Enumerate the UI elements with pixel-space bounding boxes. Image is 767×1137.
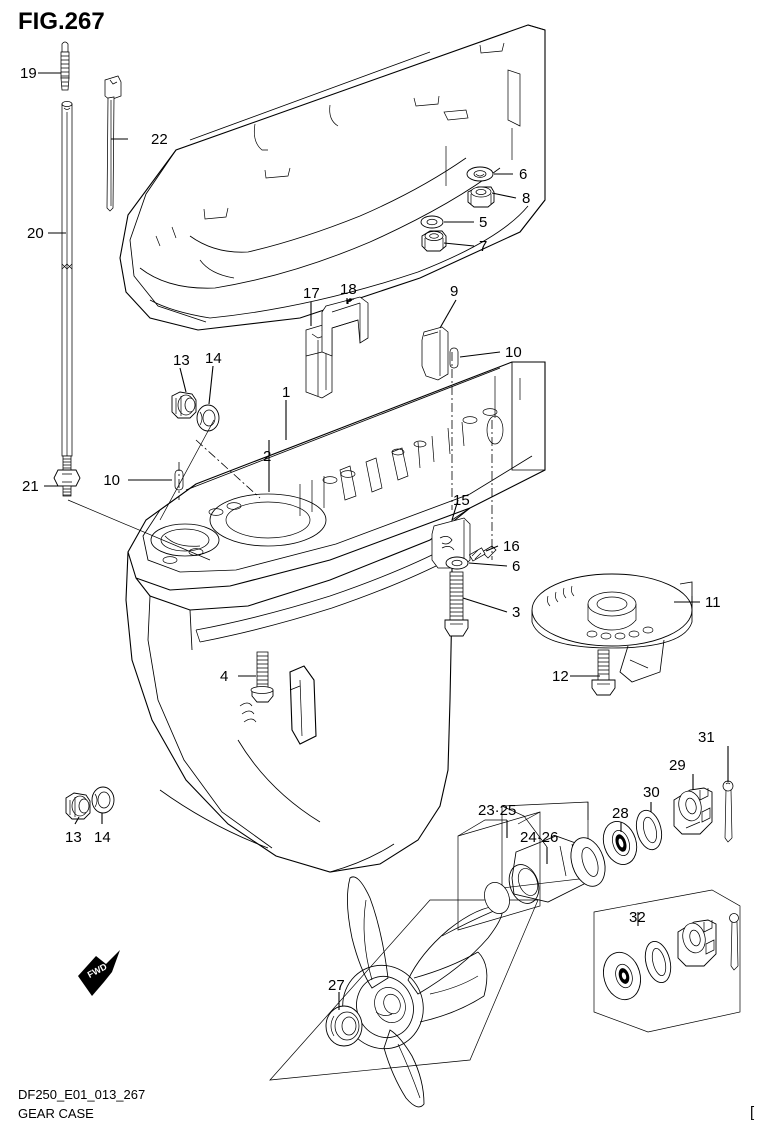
upper-housing-assembly [119, 24, 546, 331]
callout-14-lower: 14 [94, 829, 111, 846]
callout-22: 22 [151, 131, 168, 148]
page-title: FIG.267 [18, 8, 105, 35]
part-21-body [53, 455, 81, 497]
part-13-lower-body [65, 792, 91, 820]
callout-28: 28 [612, 805, 629, 822]
callout-32: 32 [629, 909, 646, 926]
part-3-bolt [444, 571, 469, 637]
gearcase-main-body [125, 361, 546, 873]
callout-31: 31 [698, 729, 715, 746]
part-6-washer-lower [445, 556, 469, 570]
callout-21: 21 [22, 478, 39, 495]
callout-24-26: 24·26 [520, 829, 558, 846]
leader-lines [38, 72, 729, 1010]
callout-7: 7 [479, 238, 487, 255]
callout-12: 12 [552, 668, 569, 685]
callout-6-lower: 6 [512, 558, 520, 575]
callout-3: 3 [512, 604, 520, 621]
part-14-lower-body [91, 786, 115, 814]
part-29-body [673, 787, 713, 835]
part-22-body [104, 75, 122, 212]
fwd-arrow-marker: FWD [78, 950, 120, 996]
callout-14-upper: 14 [205, 350, 222, 367]
part-10-pin-upper [449, 347, 459, 369]
part-18-body [321, 296, 369, 357]
part-5-washer [420, 215, 444, 229]
part-28-body [602, 821, 638, 865]
callout-11: 11 [705, 594, 721, 611]
callout-16: 16 [503, 538, 520, 555]
callout-18: 18 [340, 281, 357, 298]
callout-19: 19 [20, 65, 37, 82]
callout-10-lower: 10 [103, 472, 120, 489]
callout-13-upper: 13 [173, 352, 190, 369]
part-30-body [635, 809, 663, 851]
part-9-body [421, 326, 449, 381]
edge-bracket-mark: [ [750, 1104, 755, 1121]
part-20-body [61, 101, 73, 457]
part-31-body [722, 780, 734, 843]
callout-23-25: 23·25 [478, 802, 516, 819]
callout-8: 8 [522, 190, 530, 207]
callout-9: 9 [450, 283, 458, 300]
callout-2: 2 [263, 448, 271, 465]
footer-code: DF250_E01_013_267 [18, 1087, 146, 1102]
callout-labels: 19 22 20 21 6 8 5 7 17 18 9 10 13 14 1 2… [20, 65, 721, 994]
part-6-washer-upper [466, 166, 494, 182]
footer-section-name: GEAR CASE [18, 1105, 94, 1121]
callout-4: 4 [220, 668, 228, 685]
callout-6-upper: 6 [519, 166, 527, 183]
part-19-body [60, 41, 70, 91]
part-4-bolt [250, 651, 274, 703]
callout-13-lower: 13 [65, 829, 82, 846]
callout-1: 1 [282, 384, 290, 401]
callout-20: 20 [27, 225, 44, 242]
part-7-nut [421, 230, 447, 252]
callout-17: 17 [303, 285, 320, 302]
callout-30: 30 [643, 784, 660, 801]
callout-5: 5 [479, 214, 487, 231]
part-11-body [531, 573, 693, 683]
callout-15: 15 [453, 492, 470, 509]
part-16-body [468, 545, 497, 562]
callout-10-upper: 10 [505, 344, 522, 361]
part-27-body [325, 1005, 363, 1047]
parts-23-26-group [457, 801, 606, 931]
callout-27: 27 [328, 977, 345, 994]
part-32-group [593, 889, 741, 1033]
part-14-upper-body [196, 404, 220, 432]
callout-29: 29 [669, 757, 686, 774]
footer-block: DF250_E01_013_267 GEAR CASE [18, 1086, 145, 1124]
part-8-nut [467, 186, 495, 208]
part-13-upper-body [171, 391, 197, 419]
part-12-bolt [591, 649, 616, 696]
